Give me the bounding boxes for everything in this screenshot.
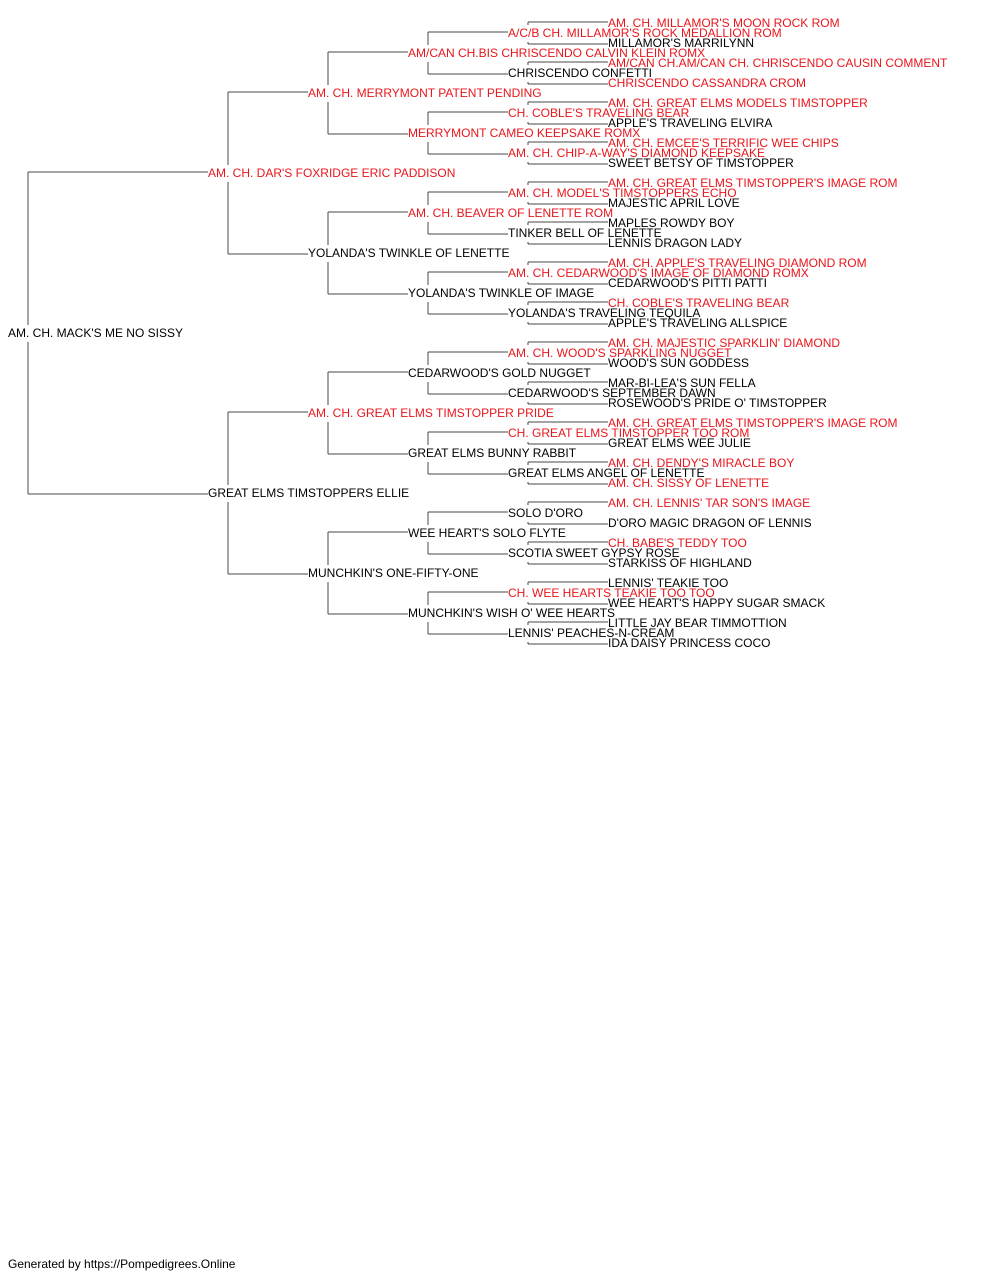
ancestor-name-gen5: AM. CH. LENNIS' TAR SON'S IMAGE <box>608 496 811 510</box>
ancestor-name-gen4: CH. WEE HEARTS TEAKIE TOO TOO <box>508 586 715 600</box>
subject-dog-name: AM. CH. MACK'S ME NO SISSY <box>8 326 183 340</box>
ancestor-name-gen4: CH. GREAT ELMS TIMSTOPPER TOO ROM <box>508 426 750 440</box>
ancestor-name-gen5: IDA DAISY PRINCESS COCO <box>608 636 771 650</box>
ancestor-name-gen5: WEE HEART'S HAPPY SUGAR SMACK <box>608 596 826 610</box>
ancestor-name-gen4: SCOTIA SWEET GYPSY ROSE <box>508 546 680 560</box>
ancestor-name-gen5: AM. CH. EMCEE'S TERRIFIC WEE CHIPS <box>608 136 839 150</box>
ancestor-name-gen5: AM. CH. APPLE'S TRAVELING DIAMOND ROM <box>608 256 867 270</box>
ancestor-name-gen5: LENNIS DRAGON LADY <box>608 236 743 250</box>
ancestor-name-gen5: MAPLES ROWDY BOY <box>608 216 735 230</box>
ancestor-name-gen2: MUNCHKIN'S ONE-FIFTY-ONE <box>308 566 479 580</box>
ancestor-name-gen4: AM. CH. CEDARWOOD'S IMAGE OF DIAMOND ROM… <box>508 266 809 280</box>
ancestor-name-gen5: LITTLE JAY BEAR TIMMOTTION <box>608 616 787 630</box>
ancestor-name-gen4: AM. CH. CHIP-A-WAY'S DIAMOND KEEPSAKE <box>508 146 765 160</box>
ancestor-name-gen3: AM/CAN CH.BIS CHRISCENDO CALVIN KLEIN RO… <box>408 46 706 60</box>
ancestor-name-gen4: YOLANDA'S TRAVELING TEQUILA <box>508 306 701 320</box>
ancestor-name-gen5: AM. CH. GREAT ELMS MODELS TIMSTOPPER <box>608 96 868 110</box>
ancestor-name-gen5: SWEET BETSY OF TIMSTOPPER <box>608 156 794 170</box>
ancestor-name-gen4: GREAT ELMS ANGEL OF LENETTE <box>508 466 705 480</box>
ancestor-name-gen4: AM. CH. WOOD'S SPARKLING NUGGET <box>508 346 732 360</box>
ancestor-name-gen5: D'ORO MAGIC DRAGON OF LENNIS <box>608 516 812 530</box>
ancestor-name-gen5: CH. BABE'S TEDDY TOO <box>608 536 747 550</box>
ancestor-name-gen5: WOOD'S SUN GODDESS <box>608 356 749 370</box>
ancestor-name-gen5: ROSEWOOD'S PRIDE O' TIMSTOPPER <box>608 396 827 410</box>
ancestor-name-gen5: STARKISS OF HIGHLAND <box>608 556 752 570</box>
footer-credit: Generated by https://Pompedigrees.Online <box>8 1257 236 1271</box>
ancestor-name-gen2: YOLANDA'S TWINKLE OF LENETTE <box>308 246 510 260</box>
ancestor-name-gen4: CHRISCENDO CONFETTI <box>508 66 652 80</box>
ancestor-name-gen5: AM. CH. MAJESTIC SPARKLIN' DIAMOND <box>608 336 841 350</box>
ancestor-name-gen3: YOLANDA'S TWINKLE OF IMAGE <box>408 286 595 300</box>
ancestor-name-gen5: APPLE'S TRAVELING ELVIRA <box>608 116 773 130</box>
ancestor-name-gen3: GREAT ELMS BUNNY RABBIT <box>408 446 577 460</box>
ancestor-name-gen1: AM. CH. DAR'S FOXRIDGE ERIC PADDISON <box>208 166 456 180</box>
ancestor-name-gen1: GREAT ELMS TIMSTOPPERS ELLIE <box>208 486 410 500</box>
ancestor-name-gen4: CH. COBLE'S TRAVELING BEAR <box>508 106 690 120</box>
ancestor-name-gen3: AM. CH. BEAVER OF LENETTE ROM <box>408 206 614 220</box>
ancestor-name-gen5: CH. COBLE'S TRAVELING BEAR <box>608 296 790 310</box>
ancestor-name-gen5: MILLAMOR'S MARRILYNN <box>608 36 755 50</box>
ancestor-name-gen3: MUNCHKIN'S WISH O' WEE HEARTS <box>408 606 616 620</box>
ancestor-name-gen5: AM. CH. MILLAMOR'S MOON ROCK ROM <box>608 16 840 30</box>
ancestor-name-gen5: CHRISCENDO CASSANDRA CROM <box>608 76 807 90</box>
ancestor-name-gen3: MERRYMONT CAMEO KEEPSAKE ROMX <box>408 126 641 140</box>
ancestor-name-gen4: CEDARWOOD'S SEPTEMBER DAWN <box>508 386 716 400</box>
ancestor-name-gen5: CEDARWOOD'S PITTI PATTI <box>608 276 767 290</box>
ancestor-name-gen5: LENNIS' TEAKIE TOO <box>608 576 729 590</box>
ancestor-name-gen2: AM. CH. GREAT ELMS TIMSTOPPER PRIDE <box>308 406 554 420</box>
ancestor-name-gen5: GREAT ELMS WEE JULIE <box>608 436 751 450</box>
ancestor-name-gen5: MAR-BI-LEA'S SUN FELLA <box>608 376 756 390</box>
ancestor-name-gen4: AM. CH. MODEL'S TIMSTOPPERS ECHO <box>508 186 737 200</box>
ancestor-name-gen5: AM. CH. GREAT ELMS TIMSTOPPER'S IMAGE RO… <box>608 176 898 190</box>
ancestor-name-gen5: AM/CAN CH.AM/CAN CH. CHRISCENDO CAUSIN C… <box>608 56 948 70</box>
ancestor-name-gen3: CEDARWOOD'S GOLD NUGGET <box>408 366 591 380</box>
ancestor-name-gen5: AM. CH. GREAT ELMS TIMSTOPPER'S IMAGE RO… <box>608 416 898 430</box>
ancestor-name-gen5: APPLE'S TRAVELING ALLSPICE <box>608 316 788 330</box>
ancestor-name-gen4: TINKER BELL OF LENETTE <box>508 226 662 240</box>
ancestor-name-gen4: SOLO D'ORO <box>508 506 583 520</box>
ancestor-name-gen4: LENNIS' PEACHES-N-CREAM <box>508 626 675 640</box>
ancestor-name-gen2: AM. CH. MERRYMONT PATENT PENDING <box>308 86 542 100</box>
ancestor-name-gen5: AM. CH. DENDY'S MIRACLE BOY <box>608 456 795 470</box>
ancestor-name-gen5: MAJESTIC APRIL LOVE <box>608 196 740 210</box>
ancestor-name-gen3: WEE HEART'S SOLO FLYTE <box>408 526 566 540</box>
ancestor-name-gen5: AM. CH. SISSY OF LENETTE <box>608 476 770 490</box>
ancestor-name-gen4: A/C/B CH. MILLAMOR'S ROCK MEDALLION ROM <box>508 26 782 40</box>
